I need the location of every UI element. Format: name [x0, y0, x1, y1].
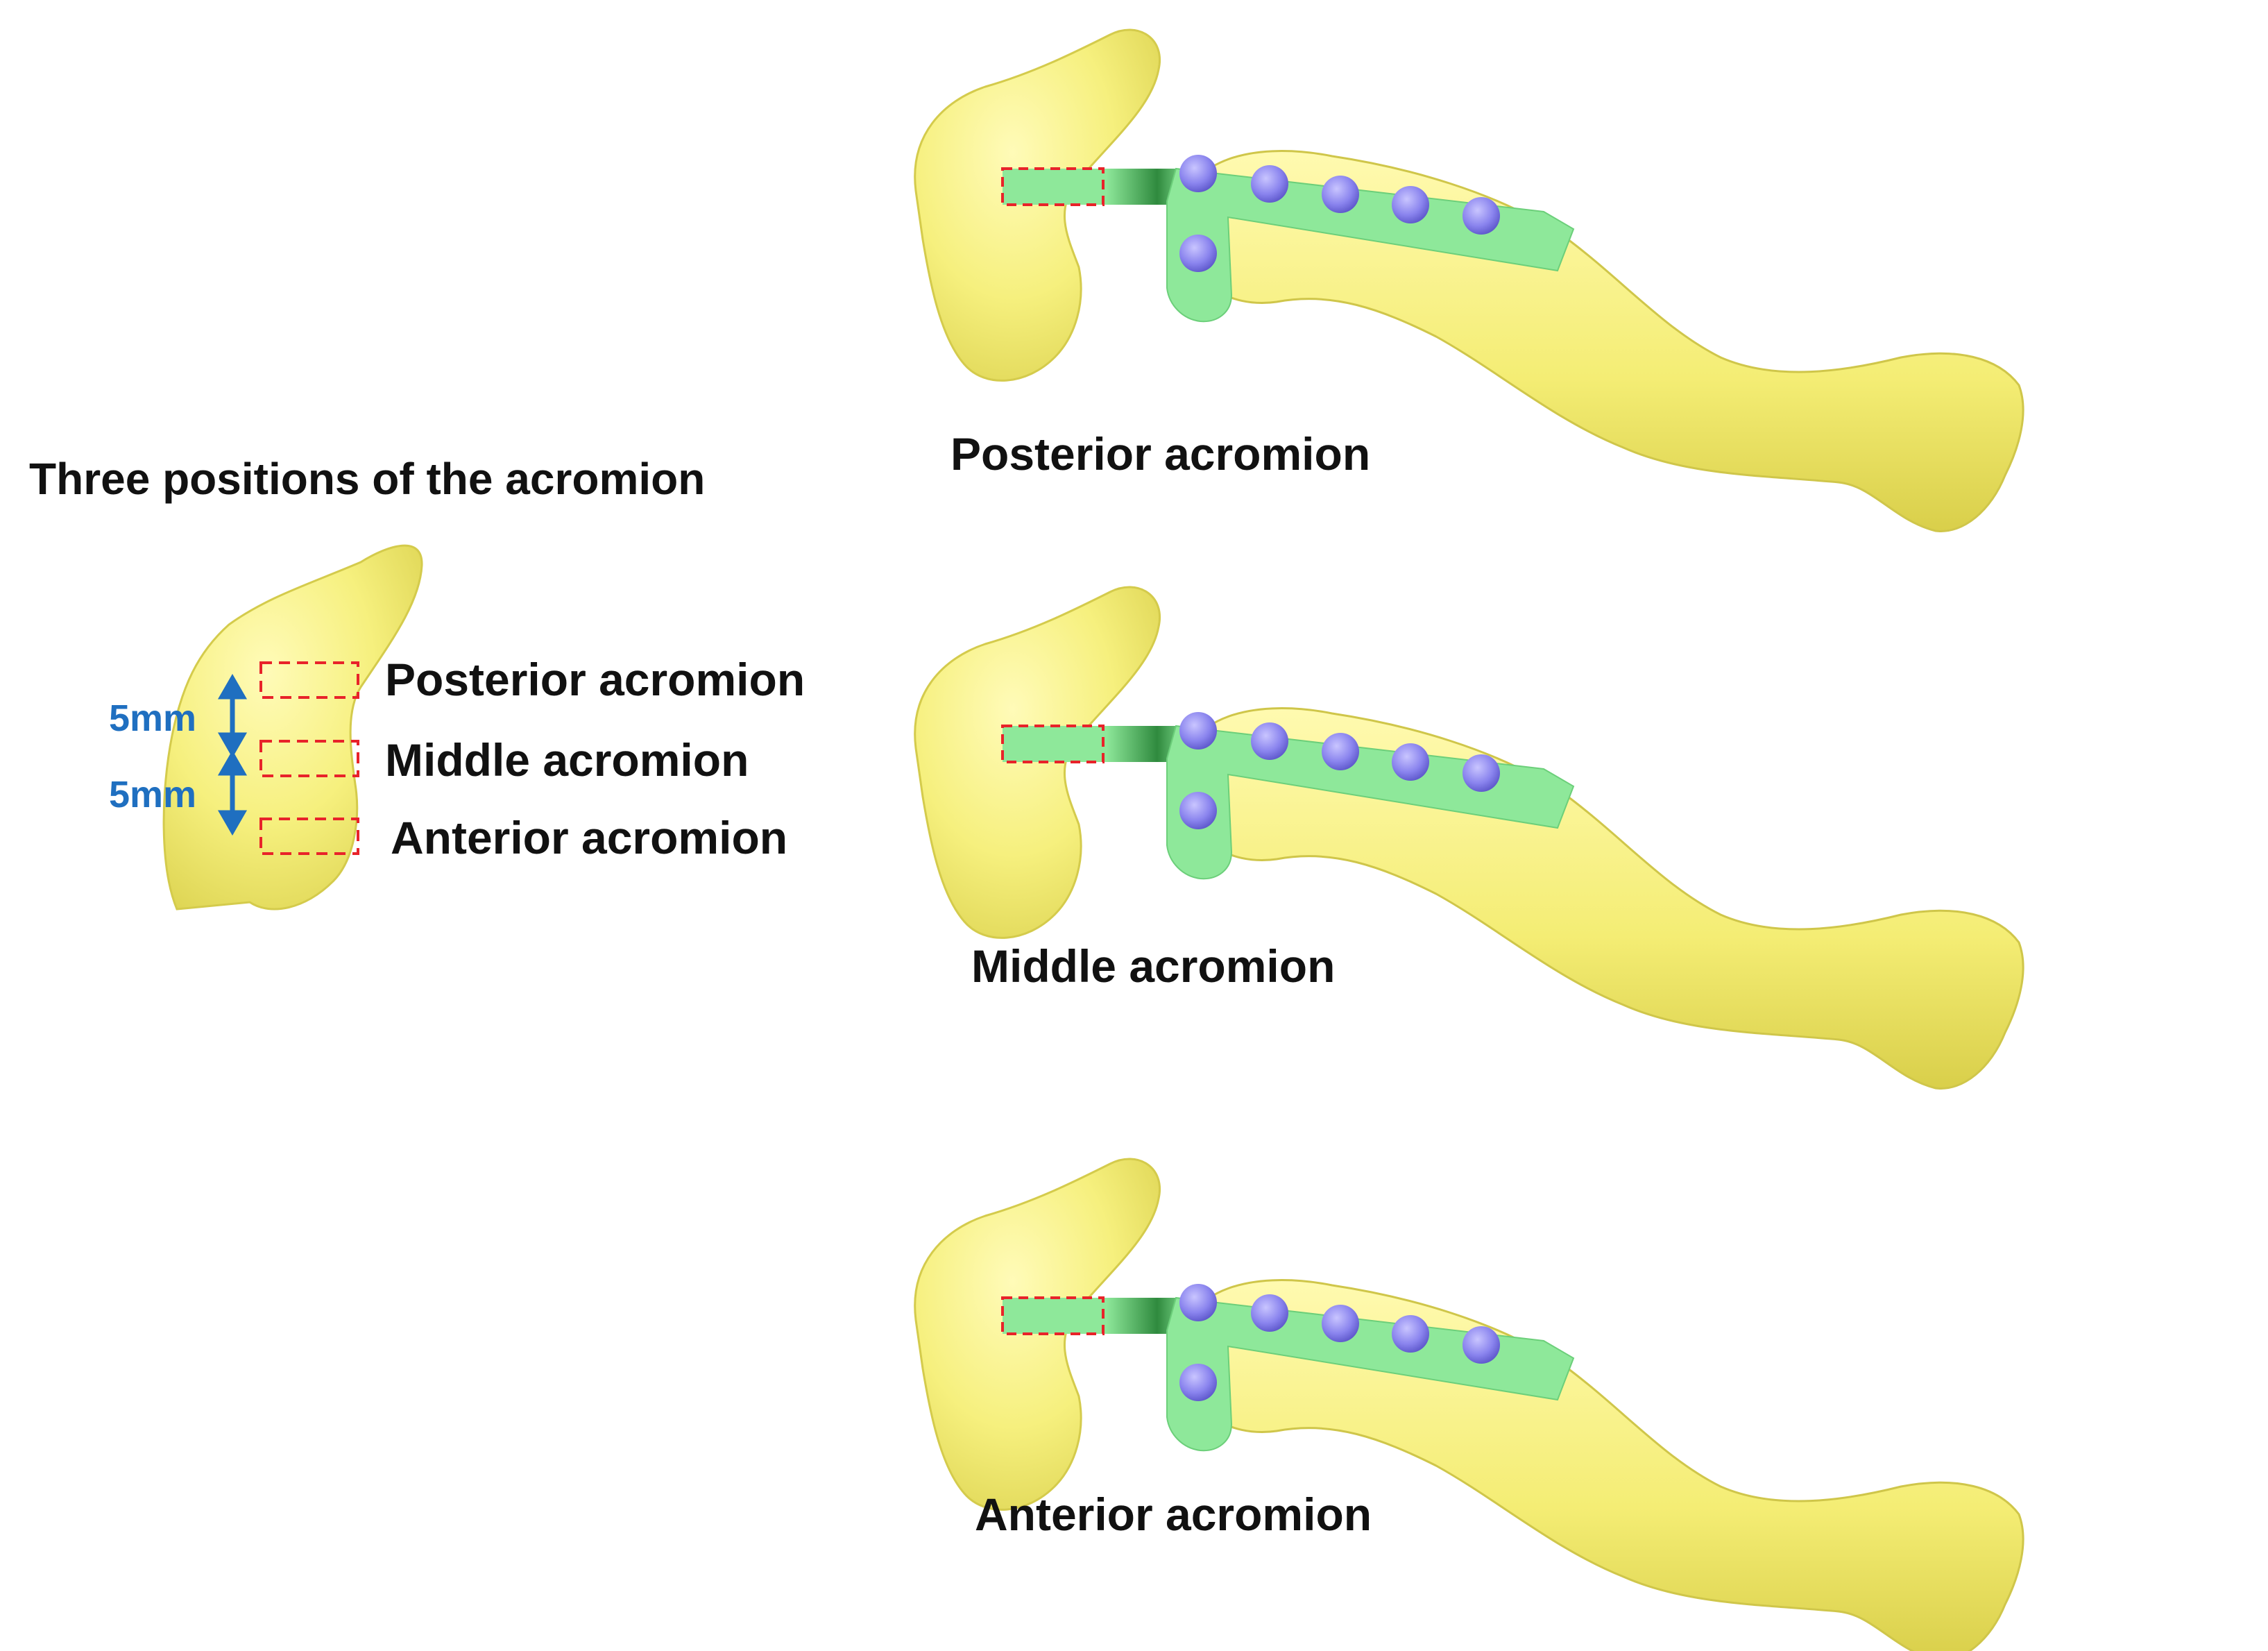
clavicle-plate-model-middle — [913, 586, 2025, 1090]
position-markers — [259, 661, 359, 855]
panel-caption-anterior: Anterior acromion — [975, 1489, 1372, 1540]
panel-caption-middle: Middle acromion — [971, 940, 1335, 992]
middle-marker — [259, 740, 359, 777]
panel-caption-posterior: Posterior acromion — [950, 428, 1370, 480]
clavicle-plate-model-anterior — [913, 1158, 2025, 1651]
legend-label-posterior: Posterior acromion — [385, 654, 805, 705]
posterior-marker — [259, 661, 359, 699]
panel-posterior: Posterior acromion — [913, 28, 2025, 533]
spacing-label-1: 5mm — [109, 697, 196, 739]
acromion-outline — [162, 544, 423, 911]
legend-label-anterior: Anterior acromion — [391, 812, 787, 863]
spacing-label-2: 5mm — [109, 774, 196, 815]
legend-title: Three positions of the acromion — [29, 454, 705, 504]
anterior-marker — [259, 818, 359, 855]
panel-anterior: Anterior acromion — [913, 1158, 2025, 1651]
legend-label-middle: Middle acromion — [385, 734, 749, 786]
panel-middle: Middle acromion — [913, 586, 2025, 1090]
acromion-legend: Three positions of the acromion 5mm 5mm … — [29, 454, 805, 911]
spacing-arrows — [217, 673, 248, 836]
